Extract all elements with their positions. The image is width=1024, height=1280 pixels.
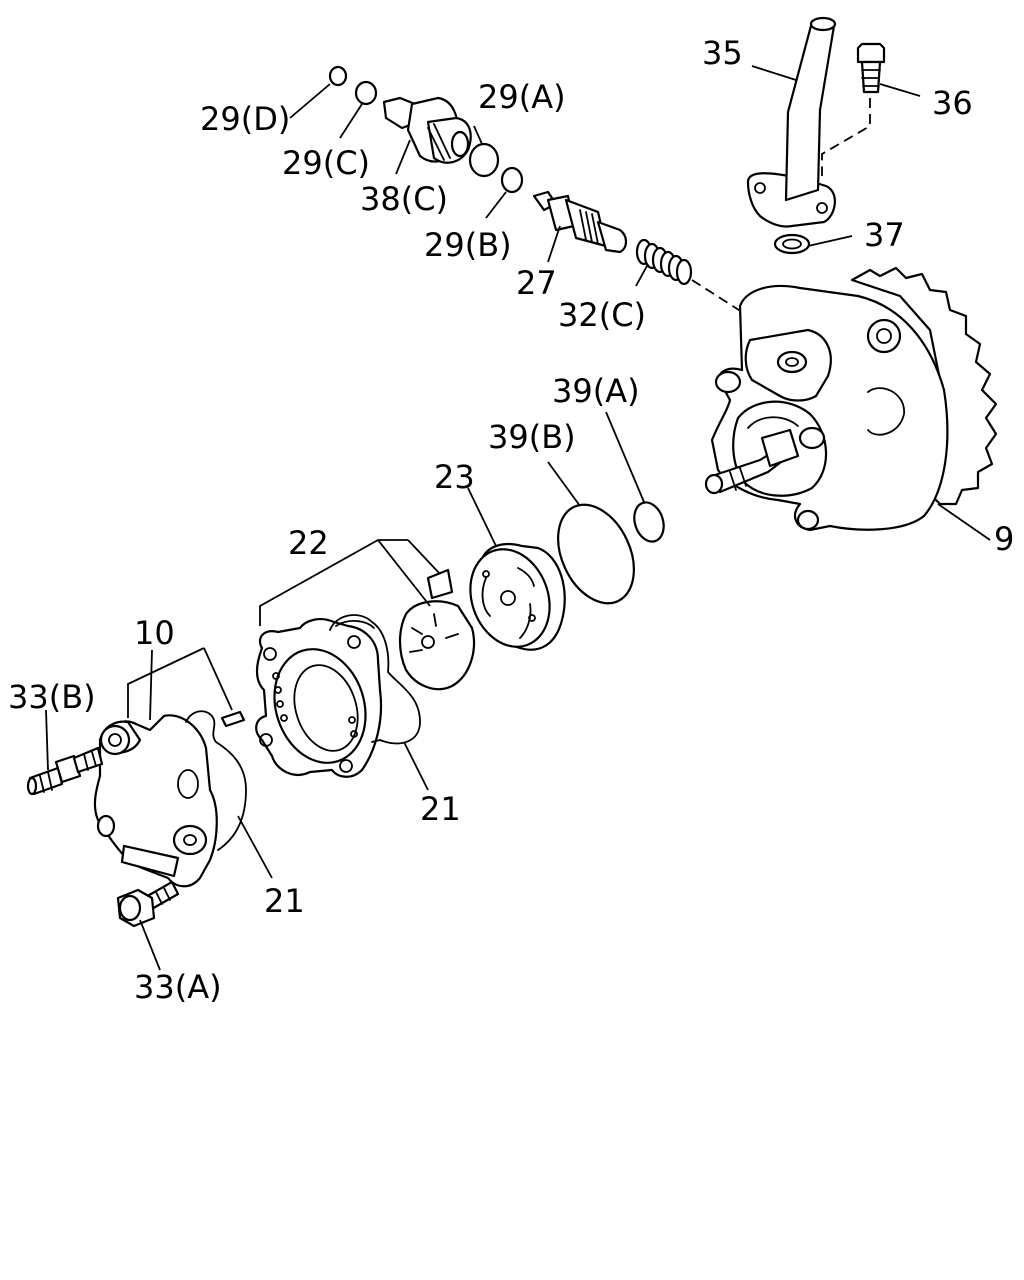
part-21-gasket-left: [185, 710, 247, 851]
part-35-pipe: [746, 16, 837, 228]
part-39b-oring: [557, 503, 635, 605]
label-10: 10: [134, 614, 175, 652]
part-39a-oring: [633, 501, 665, 543]
label-33b: 33(B): [8, 678, 96, 716]
part-29b-oring: [500, 166, 524, 194]
label-29b: 29(B): [424, 226, 512, 264]
part-9-pump-body: [704, 266, 998, 532]
part-27-valve: [532, 190, 628, 254]
part-37-gasket: [773, 233, 811, 255]
part-22-cam-ring: [255, 618, 383, 778]
label-29a: 29(A): [478, 78, 566, 116]
part-10-pin: [220, 710, 246, 728]
leader-lines: [45, 65, 991, 971]
part-10-cover: [93, 714, 218, 888]
part-38c-fitting: [382, 96, 472, 164]
part-29a-oring: [468, 142, 500, 178]
part-21-gasket-right: [329, 614, 421, 745]
label-36: 36: [932, 84, 973, 122]
part-29d-oring: [328, 65, 348, 87]
label-29d: 29(D): [200, 100, 290, 138]
part-22-rotor: [398, 568, 476, 691]
label-21-right: 21: [420, 790, 461, 828]
label-29c: 29(C): [282, 144, 370, 182]
label-21-left: 21: [264, 882, 305, 920]
part-32c-spring: [635, 238, 693, 286]
label-39a: 39(A): [552, 372, 640, 410]
label-32c: 32(C): [558, 296, 646, 334]
label-37: 37: [864, 216, 905, 254]
label-38c: 38(C): [360, 180, 448, 218]
part-33a-bolt: [116, 880, 180, 928]
label-23: 23: [434, 458, 475, 496]
label-35: 35: [702, 34, 743, 72]
label-22: 22: [288, 524, 329, 562]
part-labels: 35 36 37 29(A) 29(D) 29(C) 38(C) 29(B) 2…: [8, 34, 1014, 1006]
part-23-rotor-plate: [469, 542, 566, 651]
label-33a: 33(A): [134, 968, 222, 1006]
label-27: 27: [516, 264, 557, 302]
label-39b: 39(B): [488, 418, 576, 456]
part-33b-bolt: [26, 746, 104, 796]
label-9: 9: [994, 520, 1014, 558]
part-29c-oring: [354, 80, 378, 106]
part-36-bolt: [856, 42, 886, 94]
